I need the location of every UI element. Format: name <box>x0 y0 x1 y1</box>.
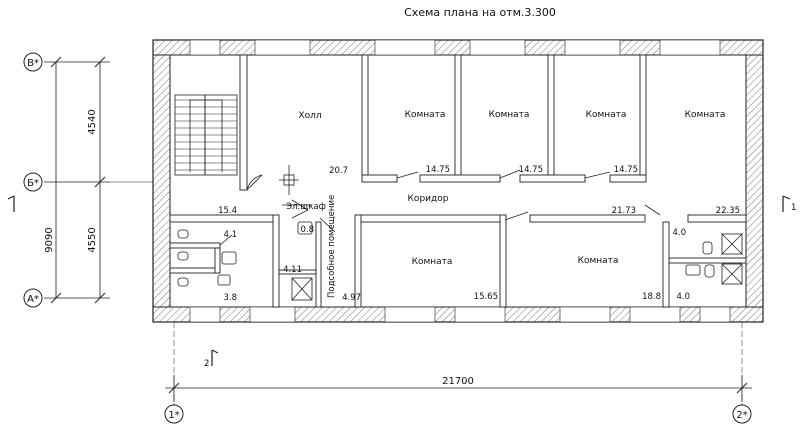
room-label-5: Комната <box>412 257 453 267</box>
hall-center-mark <box>279 165 299 195</box>
area-room4: 22.35 <box>716 206 740 216</box>
axis-row-v: В* <box>27 58 39 69</box>
section-marks: 1 2 <box>7 195 796 369</box>
area-hall: 20.7 <box>329 166 348 176</box>
area-utility: 4.97 <box>342 293 361 303</box>
horizontal-dimension: 21700 <box>165 375 752 402</box>
room-label-corridor: Коридор <box>408 194 449 204</box>
sanitary-fixtures <box>177 221 743 301</box>
area-wc1: 4.1 <box>223 230 237 240</box>
axis-col-2: 2* <box>736 410 747 421</box>
area-right-upper: 4.0 <box>672 228 686 238</box>
row-axes: В* Б* А* <box>23 52 153 308</box>
area-right-lower: 4.0 <box>676 292 690 302</box>
axis-col-1: 1* <box>168 410 179 421</box>
plan-title: Схема плана на отм.3.300 <box>404 6 556 19</box>
room-label-6: Комната <box>578 256 619 266</box>
area-values: 20.7 14.75 14.75 14.75 22.35 21.73 15.4 … <box>218 165 740 303</box>
vertical-dimensions: 9090 4540 4550 <box>44 56 110 304</box>
staircase <box>174 94 238 176</box>
area-corridor: 21.73 <box>612 206 636 216</box>
axis-row-b: Б* <box>27 178 39 189</box>
area-room1: 14.75 <box>426 165 450 175</box>
area-room6: 18.8 <box>642 292 661 302</box>
dim-overall-width: 21700 <box>442 376 474 387</box>
area-room2: 14.75 <box>519 165 543 175</box>
area-room5: 15.65 <box>474 292 498 302</box>
room-label-cabinet: Эл.щкаф <box>286 202 326 212</box>
cabinet-marker <box>282 199 312 219</box>
room-label-4: Комната <box>685 110 726 120</box>
area-stairs: 15.4 <box>218 206 237 216</box>
room-label-2: Комната <box>489 110 530 120</box>
interior-walls <box>169 54 747 308</box>
room-label-hall: Холл <box>298 111 321 121</box>
room-label-1: Комната <box>405 110 446 120</box>
section-mark-1: 1 <box>791 203 796 213</box>
section-mark-2: 2 <box>204 359 209 369</box>
doors <box>219 169 661 246</box>
area-cabinet: 0.8 <box>300 225 314 235</box>
area-shower: 4.11 <box>283 265 302 275</box>
axis-row-a: А* <box>27 294 39 305</box>
room-label-utility: Подсобное помещение <box>327 195 337 298</box>
dim-upper-span: 4540 <box>87 109 98 134</box>
area-room3: 14.75 <box>614 165 638 175</box>
room-labels: Холл Комната Комната Комната Комната Кор… <box>286 110 725 298</box>
column-axes: 1* 2* <box>164 322 752 424</box>
area-wc2: 3.8 <box>223 293 237 303</box>
dim-lower-span: 4550 <box>87 227 98 252</box>
dim-total-height: 9090 <box>44 227 55 252</box>
room-label-3: Комната <box>586 110 627 120</box>
